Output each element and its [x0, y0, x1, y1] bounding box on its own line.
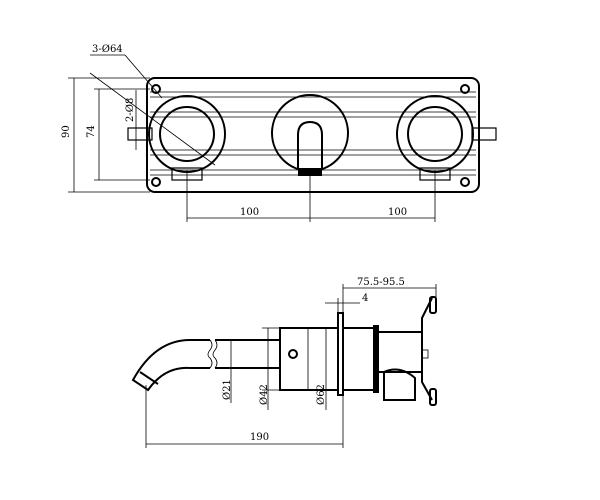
dimension-190: 190 — [145, 385, 344, 448]
svg-text:4: 4 — [362, 293, 368, 304]
svg-text:90: 90 — [61, 125, 72, 138]
svg-text:2-Ø8: 2-Ø8 — [125, 98, 136, 122]
mounting-plate — [146, 77, 480, 193]
svg-text:Ø21: Ø21 — [222, 379, 233, 400]
spout-escutcheon — [271, 94, 349, 176]
dimension-90: 90 — [61, 77, 150, 193]
handle-body — [279, 327, 339, 391]
dimension-screw: 2-Ø8 — [125, 90, 137, 150]
dimension-spacing: 100 100 — [186, 170, 436, 222]
aerator — [298, 168, 322, 176]
right-handle — [396, 95, 497, 181]
screw-holes — [151, 84, 470, 187]
side-view: 75.5-95.5 4 Ø21 Ø42 Ø62 190 — [131, 277, 437, 448]
hole-label: 3-Ø64 — [92, 44, 123, 55]
svg-text:74: 74 — [86, 125, 97, 138]
dimension-74: 74 — [86, 88, 150, 181]
valve-body — [377, 331, 423, 373]
spout-curve — [131, 339, 191, 392]
dimension-diameters: Ø21 Ø42 Ø62 — [222, 327, 327, 410]
leader-line — [89, 72, 216, 166]
dimension-flange: 4 — [325, 293, 368, 313]
plate-rails — [150, 91, 476, 176]
dimension-depth: 75.5-95.5 — [342, 277, 437, 313]
svg-text:190: 190 — [250, 432, 269, 443]
svg-text:Ø42: Ø42 — [259, 384, 270, 405]
svg-text:100: 100 — [388, 207, 407, 218]
svg-text:75.5-95.5: 75.5-95.5 — [357, 277, 405, 288]
left-handle — [127, 95, 226, 181]
svg-text:Ø62: Ø62 — [316, 384, 327, 405]
front-view: 3-Ø64 90 74 2-Ø8 100 100 — [61, 44, 497, 222]
svg-text:100: 100 — [240, 207, 259, 218]
